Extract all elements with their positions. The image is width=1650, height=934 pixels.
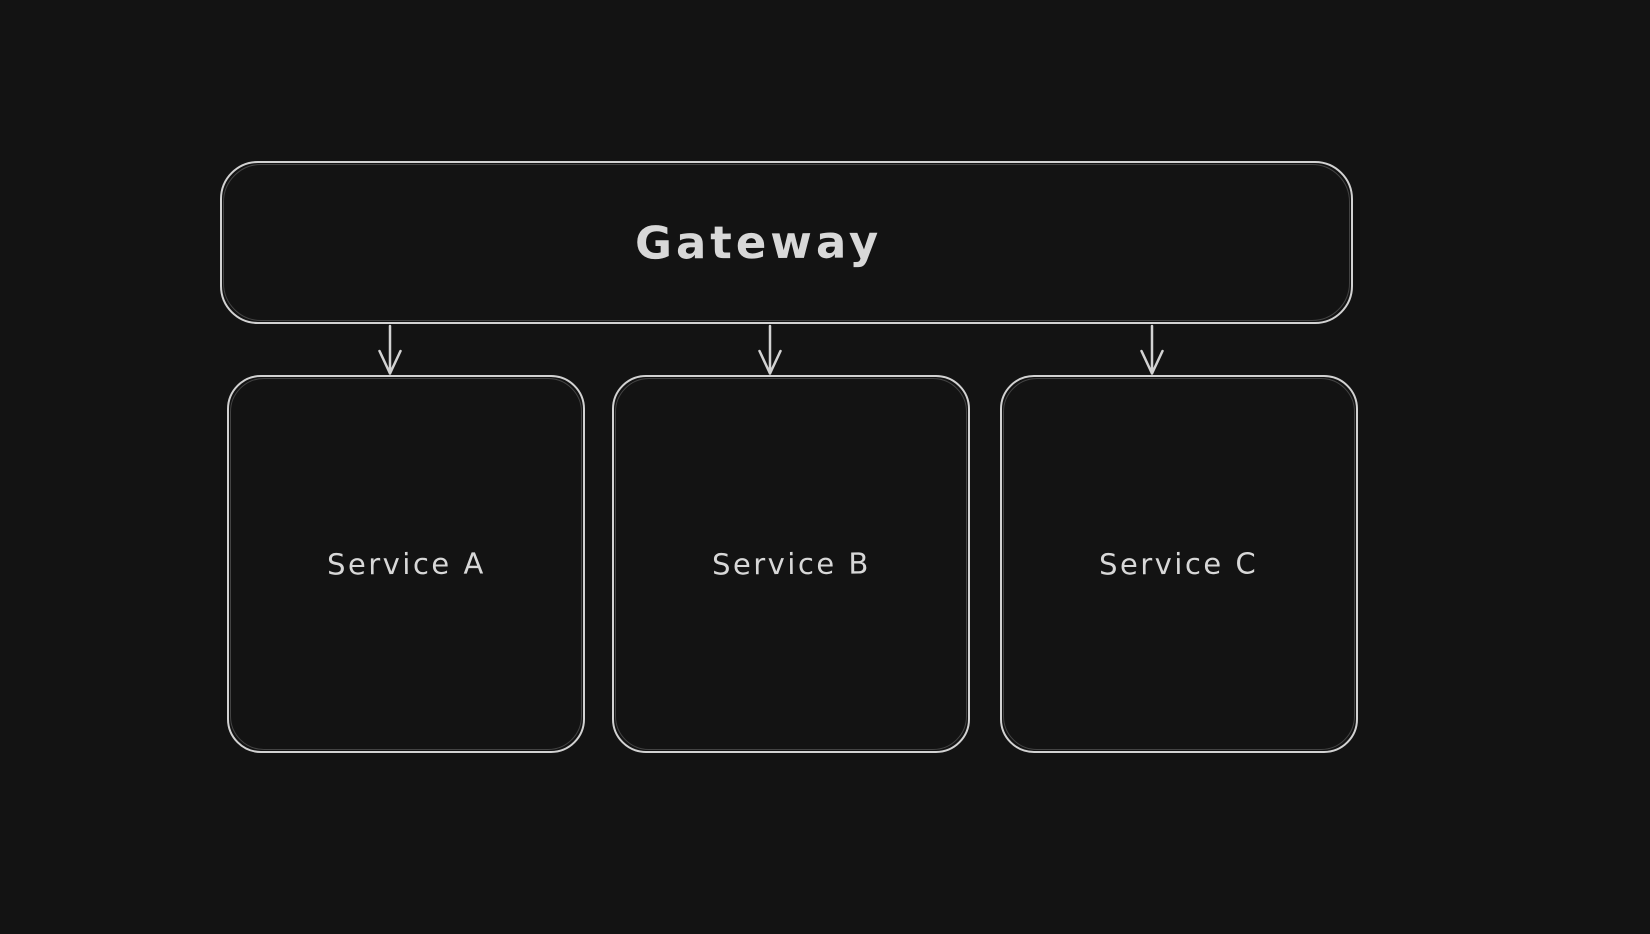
node-service-b-label: Service B bbox=[711, 546, 871, 582]
node-gateway[interactable]: Gateway bbox=[220, 161, 1353, 324]
node-service-b[interactable]: Service B bbox=[612, 375, 970, 753]
arrow-gateway-to-service-b[interactable] bbox=[755, 324, 785, 378]
node-service-c-label: Service C bbox=[1099, 546, 1259, 582]
node-gateway-label: Gateway bbox=[634, 215, 883, 270]
arrow-gateway-to-service-c[interactable] bbox=[1137, 324, 1167, 378]
node-service-a-label: Service A bbox=[326, 546, 486, 582]
arrow-gateway-to-service-a[interactable] bbox=[375, 324, 405, 378]
node-service-c[interactable]: Service C bbox=[1000, 375, 1358, 753]
node-service-a[interactable]: Service A bbox=[227, 375, 585, 753]
